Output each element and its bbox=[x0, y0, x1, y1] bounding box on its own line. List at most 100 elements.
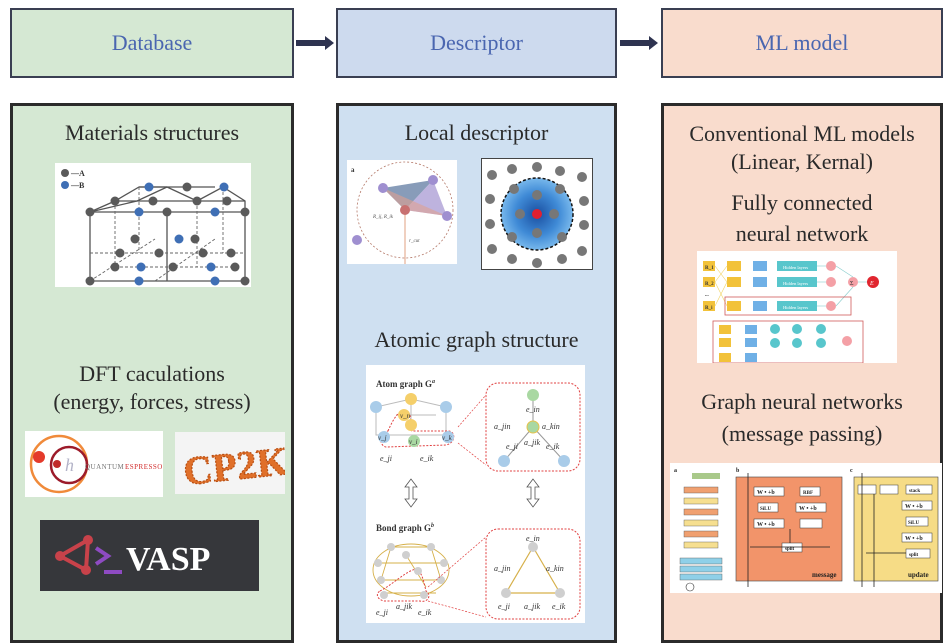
stage-descriptor: Descriptor bbox=[336, 8, 617, 78]
node-vj: v_j bbox=[378, 434, 387, 442]
zoom-ein: e_in bbox=[526, 405, 540, 414]
stage-database: Database bbox=[10, 8, 294, 78]
gnn-message-label: message bbox=[812, 571, 837, 579]
atom-graph-label: Atom graph G bbox=[376, 379, 432, 389]
gnn-wxb-3: W • +b bbox=[799, 506, 817, 512]
legend-b-dot bbox=[61, 181, 69, 189]
gnn-wxb-4: W • +b bbox=[905, 504, 923, 510]
qe-prefix: QUANTUM bbox=[85, 463, 125, 471]
gnn-update-label: update bbox=[908, 571, 929, 579]
zoom-akin: a_kin bbox=[542, 422, 560, 431]
fcnn-hidden-3: Hidden layers bbox=[783, 305, 808, 310]
bond-graph-sup: b bbox=[431, 523, 434, 529]
gnn-wxb-2: W • +b bbox=[757, 522, 775, 528]
cp2k-text: CP2K bbox=[181, 438, 285, 494]
gnn-panel-b: b bbox=[736, 468, 740, 474]
fcnn-input-dots: ... bbox=[705, 293, 710, 298]
svg-text:Atom graph Ga: Atom graph Ga bbox=[376, 379, 435, 389]
vasp-text: VASP bbox=[126, 541, 210, 578]
stage-ml-model: ML model bbox=[661, 8, 943, 78]
fcnn-input-ri: R_i bbox=[705, 306, 713, 311]
stage-descriptor-label: Descriptor bbox=[430, 30, 523, 55]
gnn-line2: (message passing) bbox=[721, 421, 883, 446]
fcnn-input-r2: R_2 bbox=[705, 282, 714, 287]
atoms-b bbox=[134, 182, 229, 286]
fcnn-hidden-2: Hidden layers bbox=[783, 281, 808, 286]
crystal-structure-image: —A —B bbox=[55, 163, 251, 287]
fcnn-diagram: R_1 R_2 ... R_i Hidden layers Hidden lay… bbox=[697, 251, 897, 363]
bz-akin: a_kin bbox=[546, 564, 564, 573]
fcnn-line2: neural network bbox=[735, 221, 869, 246]
bz-eji: e_ji bbox=[498, 602, 510, 611]
gnn-silu-2: SiLU bbox=[908, 521, 920, 526]
atoms-a bbox=[85, 182, 250, 286]
atomic-graph-title: Atomic graph structure bbox=[374, 327, 579, 352]
legend-a-label: —A bbox=[70, 169, 85, 178]
bz-eik: e_ik bbox=[552, 602, 566, 611]
conventional-ml-line1: Conventional ML models bbox=[689, 121, 915, 146]
bond-ajik: a_jik bbox=[396, 602, 412, 611]
gnn-split-2: split bbox=[909, 553, 919, 558]
bond-graph-label: Bond graph G bbox=[376, 523, 431, 533]
edge-eik: e_ik bbox=[420, 454, 434, 463]
gnn-panel-a: a bbox=[674, 468, 677, 474]
double-arrow-left-icon bbox=[404, 478, 418, 508]
vasp-logo: VASP bbox=[40, 520, 259, 591]
local-descriptor-geometry-image: a R_ij, R_ik r_cut bbox=[347, 160, 457, 264]
gnn-stack-a bbox=[679, 473, 723, 592]
double-arrow-right-icon bbox=[526, 478, 540, 508]
bond-eji: e_ji bbox=[376, 608, 388, 617]
materials-structures-title: Materials structures bbox=[64, 120, 240, 145]
descriptor-panel: Local descriptor a R_ij, R_ik r_cut bbox=[336, 103, 617, 643]
stage-ml-model-label: ML model bbox=[755, 30, 849, 55]
ml-model-panel: Conventional ML models (Linear, Kernal) … bbox=[661, 103, 943, 643]
qe-suffix: ESPRESSO bbox=[125, 463, 163, 471]
gnn-rbf: RBF bbox=[803, 491, 813, 496]
fcnn-rows: R_1 R_2 ... R_i Hidden layers Hidden lay… bbox=[703, 261, 879, 311]
gnn-wxb-1: W • +b bbox=[757, 490, 775, 496]
legend-b-label: —B bbox=[70, 181, 85, 190]
local-descriptor-title: Local descriptor bbox=[404, 120, 549, 145]
zoom-eji: e_ji bbox=[506, 442, 518, 451]
svg-text:h: h bbox=[65, 455, 74, 475]
stage-database-label: Database bbox=[111, 30, 193, 55]
fcnn-hidden-1: Hidden layers bbox=[783, 265, 808, 270]
bz-ajik: a_jik bbox=[524, 602, 540, 611]
node-vn: v_n bbox=[400, 412, 411, 420]
fcnn-line1: Fully connected bbox=[731, 190, 873, 215]
fcnn-input-r1: R_1 bbox=[705, 266, 714, 271]
rcut-label: r_cut bbox=[409, 239, 420, 244]
bz-ein: e_in bbox=[526, 534, 540, 543]
atom-graph-sup: a bbox=[432, 379, 435, 385]
svg-text:Bond graph Gb: Bond graph Gb bbox=[376, 523, 434, 533]
gnn-silu-1: SiLU bbox=[760, 507, 772, 512]
gnn-message-block bbox=[735, 476, 843, 582]
edge-eji: e_ji bbox=[380, 454, 392, 463]
local-environment-image bbox=[481, 158, 593, 270]
legend-a-dot bbox=[61, 169, 69, 177]
gnn-wxb-5: W • +b bbox=[905, 536, 923, 542]
dft-title-line1: DFT caculations bbox=[79, 361, 225, 386]
bz-ajin: a_jin bbox=[494, 564, 510, 573]
bond-eik: e_ik bbox=[418, 608, 432, 617]
arrow-descriptor-to-ml-model bbox=[620, 36, 658, 50]
local-panel-label: a bbox=[351, 166, 355, 174]
conventional-ml-line2: (Linear, Kernal) bbox=[730, 149, 874, 174]
quantum-espresso-logo: h QUANTUM ESPRESSO bbox=[25, 431, 163, 497]
zoom-ajin: a_jin bbox=[494, 422, 510, 431]
gnn-split-1: split bbox=[785, 547, 795, 552]
fcnn-sum: Σ bbox=[850, 281, 854, 287]
zoom-eik: e_ik bbox=[546, 442, 560, 451]
gnn-panel-c: c bbox=[850, 468, 853, 474]
gnn-line1: Graph neural networks bbox=[701, 389, 903, 414]
arrow-database-to-descriptor bbox=[296, 36, 334, 50]
rij-label: R_ij, R_ik bbox=[372, 215, 394, 220]
gnn-message-passing-diagram: a b c W • +b SiLU W • +b RBF W • +b spli… bbox=[670, 463, 942, 593]
fcnn-output: E bbox=[869, 281, 874, 287]
atomic-graph-image: Atom graph Ga v_n v_j v_i v_k e_ji e_ik … bbox=[366, 365, 585, 623]
gnn-stack: stack bbox=[909, 489, 920, 494]
node-vi: v_i bbox=[409, 438, 418, 446]
dft-title-line2: (energy, forces, stress) bbox=[53, 389, 251, 414]
database-panel: Materials structures —A —B bbox=[10, 103, 294, 643]
cp2k-logo: CP2K bbox=[175, 432, 285, 494]
